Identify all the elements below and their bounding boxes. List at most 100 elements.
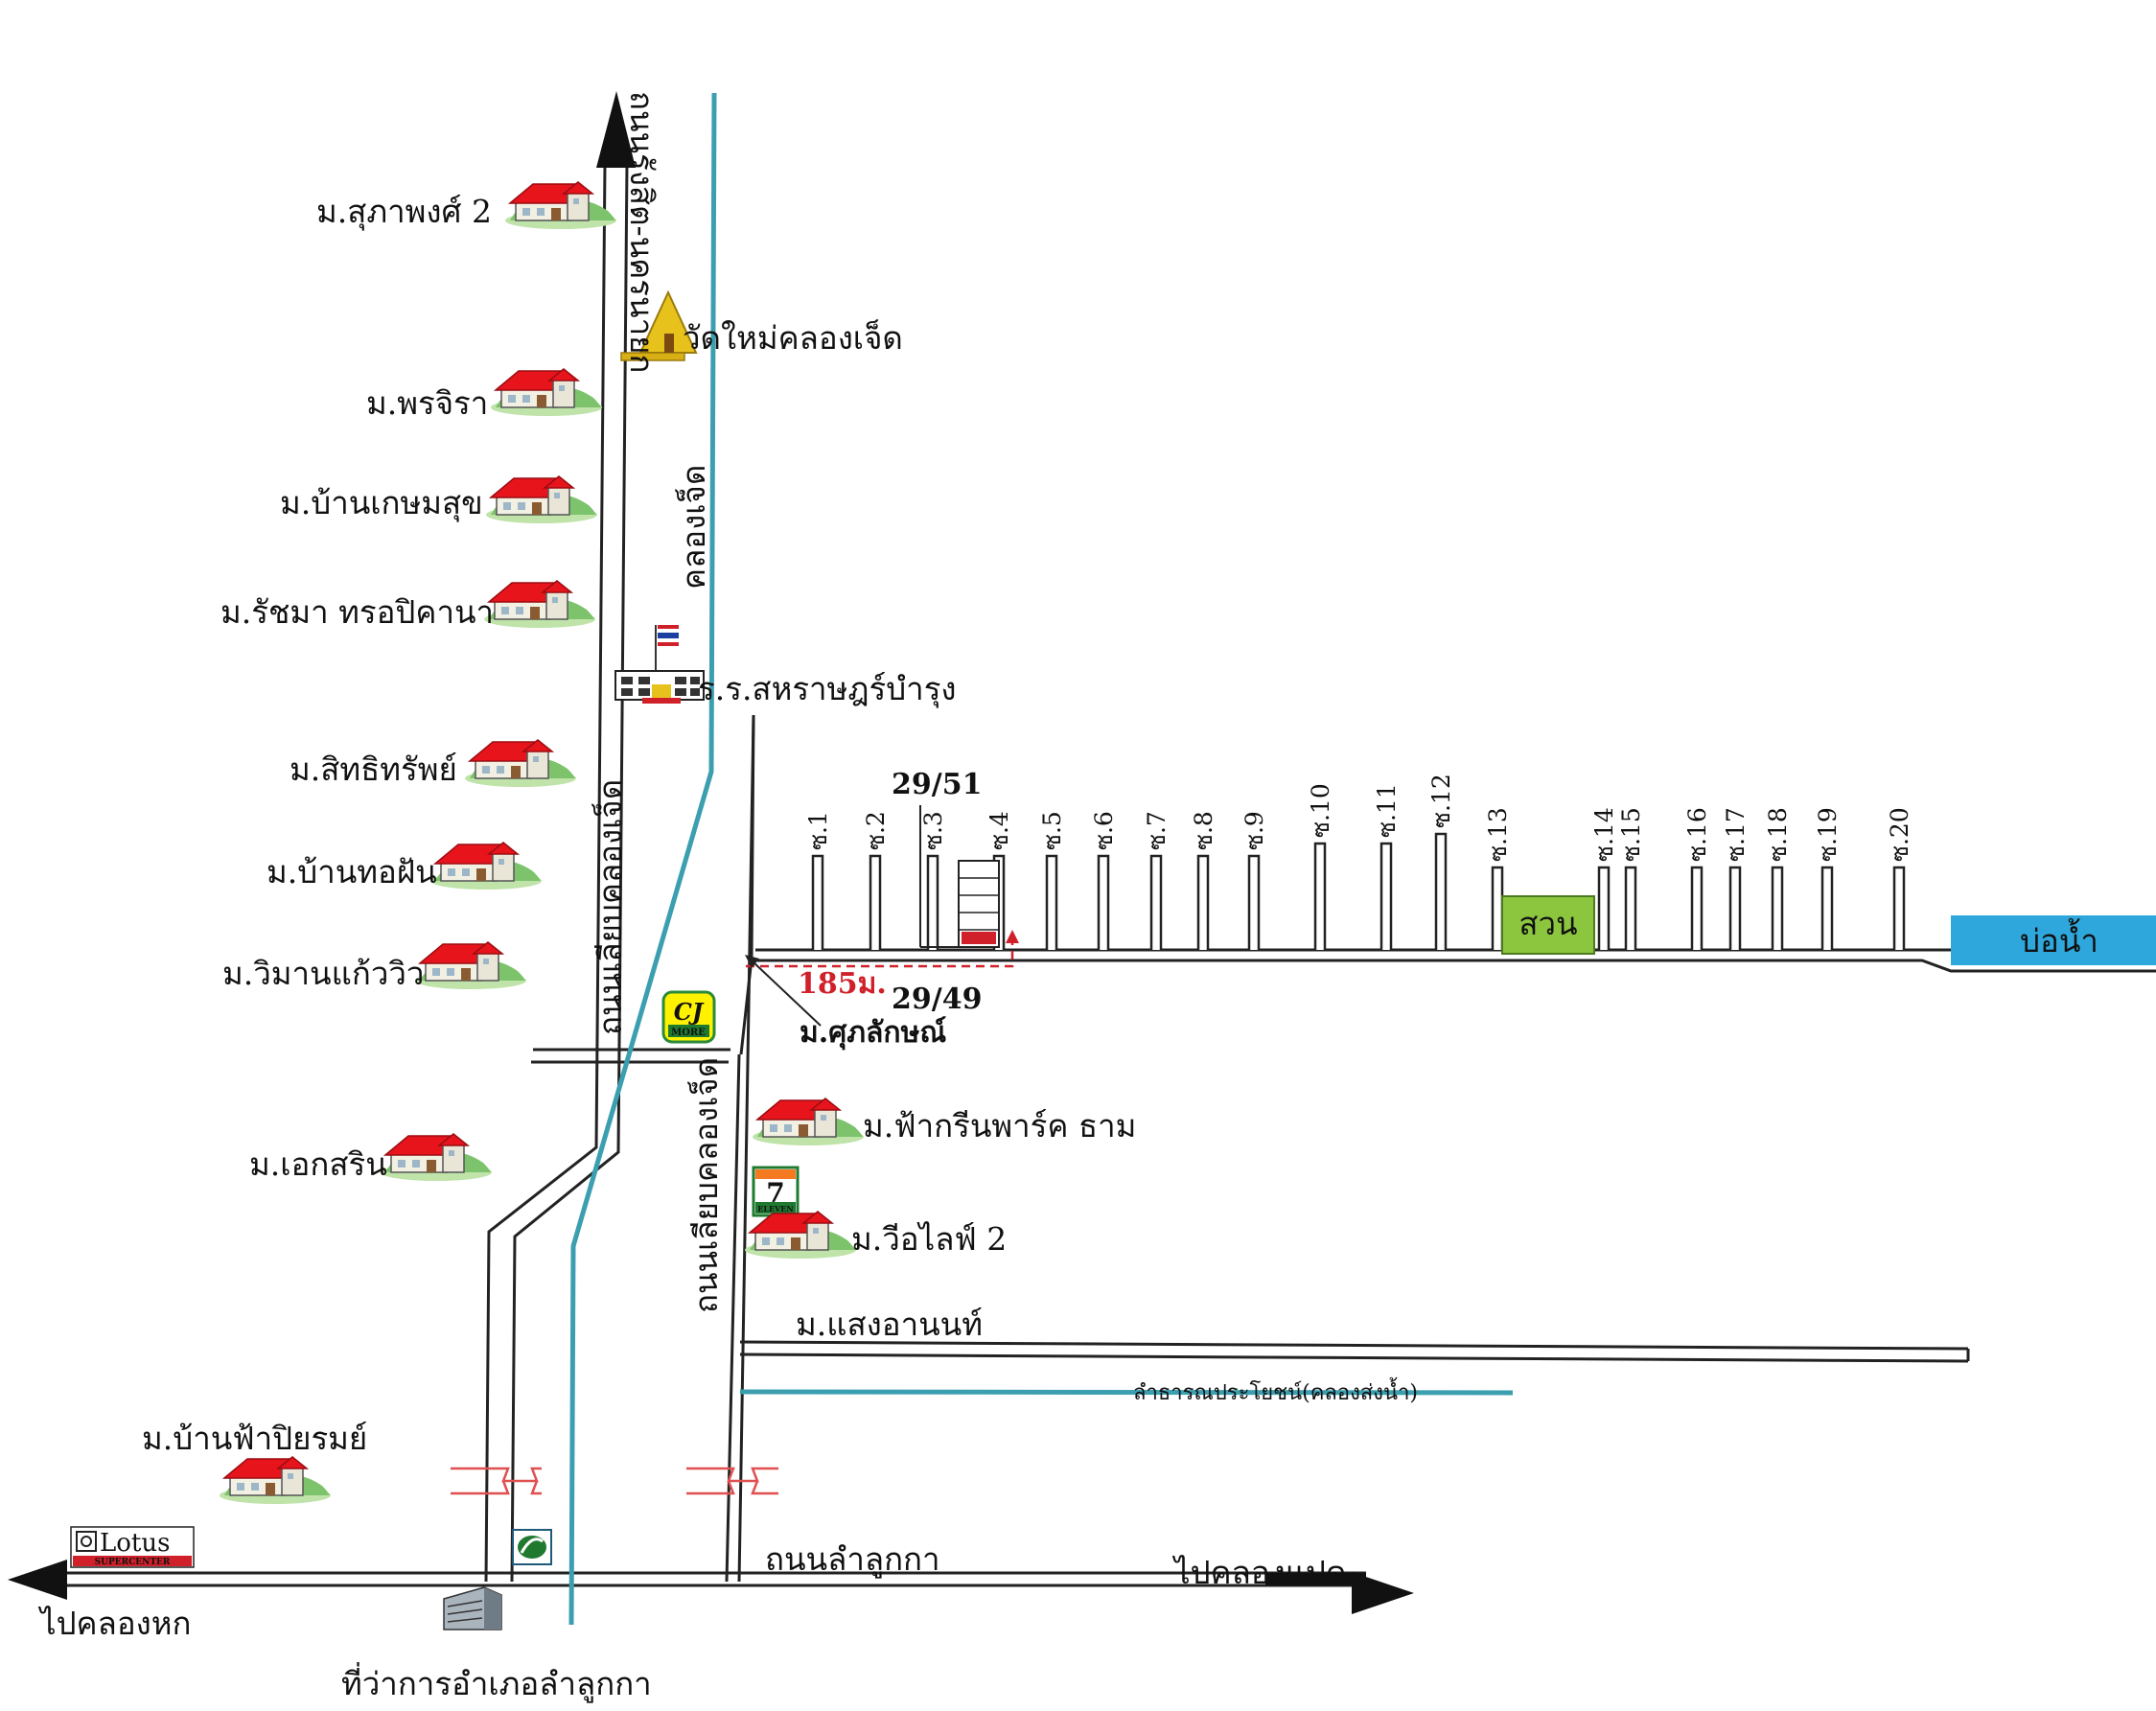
- district-office-label: ที่ว่าการอำเภอลำลูกกา: [341, 1662, 652, 1703]
- main-canal: [568, 92, 717, 1626]
- bridge-marks: [451, 1467, 778, 1495]
- village-label: ม.ฟ้ากรีนพาร์ค ธาม: [863, 1107, 1136, 1145]
- soi-stub: [1045, 854, 1058, 950]
- cj-logo-sub: MORE: [671, 1028, 706, 1038]
- soi-label: ซ.8: [1190, 811, 1217, 850]
- cj-logo-text: CJ: [674, 998, 705, 1026]
- lotus-logo-sub: SUPERCENTER: [95, 1558, 171, 1567]
- soi-stub: [869, 854, 882, 950]
- frontage-east-label: ถนนเลียบคลองเจ็ด: [687, 1057, 725, 1313]
- soi-label: ซ.10: [1307, 783, 1334, 838]
- village-label: ม.เอกสริน: [249, 1145, 387, 1183]
- lotus-logo-text: Lotus: [100, 1529, 170, 1558]
- village-label: ม.วิมานแก้ววิว: [222, 955, 424, 992]
- soi-stub: [1820, 866, 1834, 950]
- pond-label: บ่อน้ำ: [2020, 918, 2098, 960]
- soi-main-road: [752, 948, 2156, 973]
- soi-label: ซ.4: [985, 811, 1013, 850]
- soi-label: ซ.1: [804, 811, 832, 850]
- temple-label: วัดใหม่คลองเจ็ด: [683, 319, 903, 357]
- gas-station-icon: [512, 1529, 552, 1565]
- utility-canal: [739, 1389, 1514, 1396]
- lotus-logo: Lotus SUPERCENTER: [70, 1526, 195, 1568]
- soi-label: ซ.19: [1814, 807, 1842, 862]
- cj-more-icon: CJ MORE: [661, 990, 716, 1044]
- village-label: ม.บ้านทอฝัน: [267, 853, 437, 890]
- utility-canal-label: ลำธารณประโยชน์(คลองส่งน้ำ): [1133, 1377, 1418, 1405]
- village-label: ม.พรจิรา: [366, 384, 488, 422]
- house-icon: [485, 475, 598, 524]
- house-icon: [464, 739, 577, 788]
- soi-label: ซ.2: [862, 811, 890, 850]
- soi-stub: [1097, 854, 1110, 950]
- seven-eleven-sub: ELEVEN: [757, 1204, 793, 1214]
- soi-label: ซ.6: [1090, 811, 1118, 850]
- plot-lower-label: 29/49: [892, 983, 982, 1016]
- house-icon: [414, 941, 527, 990]
- soi-stub: [1247, 854, 1261, 950]
- house-icon: [504, 181, 617, 230]
- temple-icon: [620, 289, 698, 361]
- seven-eleven-icon: 7 ELEVEN: [752, 1166, 800, 1217]
- village-label: ม.สุภาพงศ์ 2: [316, 193, 492, 231]
- main-road: [8, 1560, 1414, 1614]
- village-label: ม.รัชมา ทรอปิคานา: [220, 593, 494, 631]
- target-plot: [745, 805, 1019, 1027]
- soi-stub: [1892, 866, 1906, 950]
- north-highway-label: ถนนรังสิต-นครนายก: [623, 91, 661, 373]
- soi-label: ซ.9: [1240, 811, 1268, 850]
- soi-stub: [1771, 866, 1784, 950]
- soi-label: ซ.7: [1143, 811, 1171, 850]
- village-label: ม.สิทธิทรัพย์: [290, 751, 457, 788]
- village-label: ม.บ้านฟ้าปิยรมย์: [142, 1420, 367, 1457]
- target-village-label: ม.ศุภลักษณ์: [800, 1016, 946, 1051]
- soi-stub: [811, 854, 824, 950]
- soi-stub: [1624, 866, 1637, 950]
- soi-stub: [1149, 854, 1163, 950]
- school-icon: [614, 625, 705, 704]
- soi-stub: [1434, 832, 1448, 950]
- north-highway: [484, 91, 636, 1583]
- saeng-anan-road: [739, 1340, 1970, 1363]
- pond: บ่อน้ำ: [1951, 915, 2156, 965]
- soi-stub: [1196, 854, 1210, 950]
- canal-label: คลองเจ็ด: [675, 465, 712, 590]
- house-icon: [483, 580, 596, 629]
- frontage-road-east: [725, 714, 755, 1583]
- soi-label: ซ.20: [1886, 807, 1913, 862]
- house-icon: [429, 842, 543, 890]
- house-icon: [380, 1133, 493, 1182]
- svg-text:7: 7: [766, 1177, 784, 1209]
- soi-labels: ซ.1 ซ.2 ซ.3 ซ.4 ซ.5 ซ.6 ซ.7 ซ.8 ซ.9 ซ.10 ซ.11 ซ.12 ซ…: [804, 774, 1913, 862]
- house-icon: [752, 1098, 865, 1146]
- village-label: ม.บ้านเกษมสุข: [280, 484, 483, 522]
- soi-stub: [1491, 866, 1504, 950]
- frontage-west-label: ถนนเลียบคลองเจ็ด: [591, 779, 629, 1035]
- soi-stub: [1313, 842, 1327, 950]
- garden: สวน: [1501, 895, 1595, 955]
- soi-stub: [1379, 842, 1393, 950]
- house-icon: [744, 1211, 857, 1260]
- to-west-label: ไปคลองหก: [37, 1605, 192, 1642]
- soi-stub: [1690, 866, 1704, 950]
- soi-label: ซ.12: [1427, 774, 1455, 828]
- soi-label: ซ.18: [1764, 807, 1792, 862]
- plot-upper-label: 29/51: [892, 768, 982, 801]
- soi-label: ซ.11: [1373, 783, 1401, 838]
- soi-stub: [1728, 866, 1742, 950]
- to-east-label: ไปคลองแปด: [1171, 1554, 1346, 1591]
- garden-label: สวน: [1518, 905, 1577, 942]
- house-icon: [219, 1456, 332, 1505]
- soi-label: ซ.3: [919, 811, 947, 850]
- soi-label: ซ.5: [1038, 811, 1066, 850]
- district-office-icon: [443, 1586, 502, 1630]
- soi-label: ซ.15: [1617, 807, 1645, 862]
- house-icon: [490, 368, 603, 417]
- soi-label: ซ.16: [1683, 807, 1711, 862]
- village-label: ม.วีอไลฟ์ 2: [851, 1220, 1007, 1258]
- soi-stub: [926, 854, 939, 950]
- soi-label: ซ.14: [1590, 807, 1618, 862]
- school-label: ร.ร.สหราษฎร์บำรุง: [698, 670, 957, 708]
- soi-label: ซ.13: [1484, 807, 1512, 862]
